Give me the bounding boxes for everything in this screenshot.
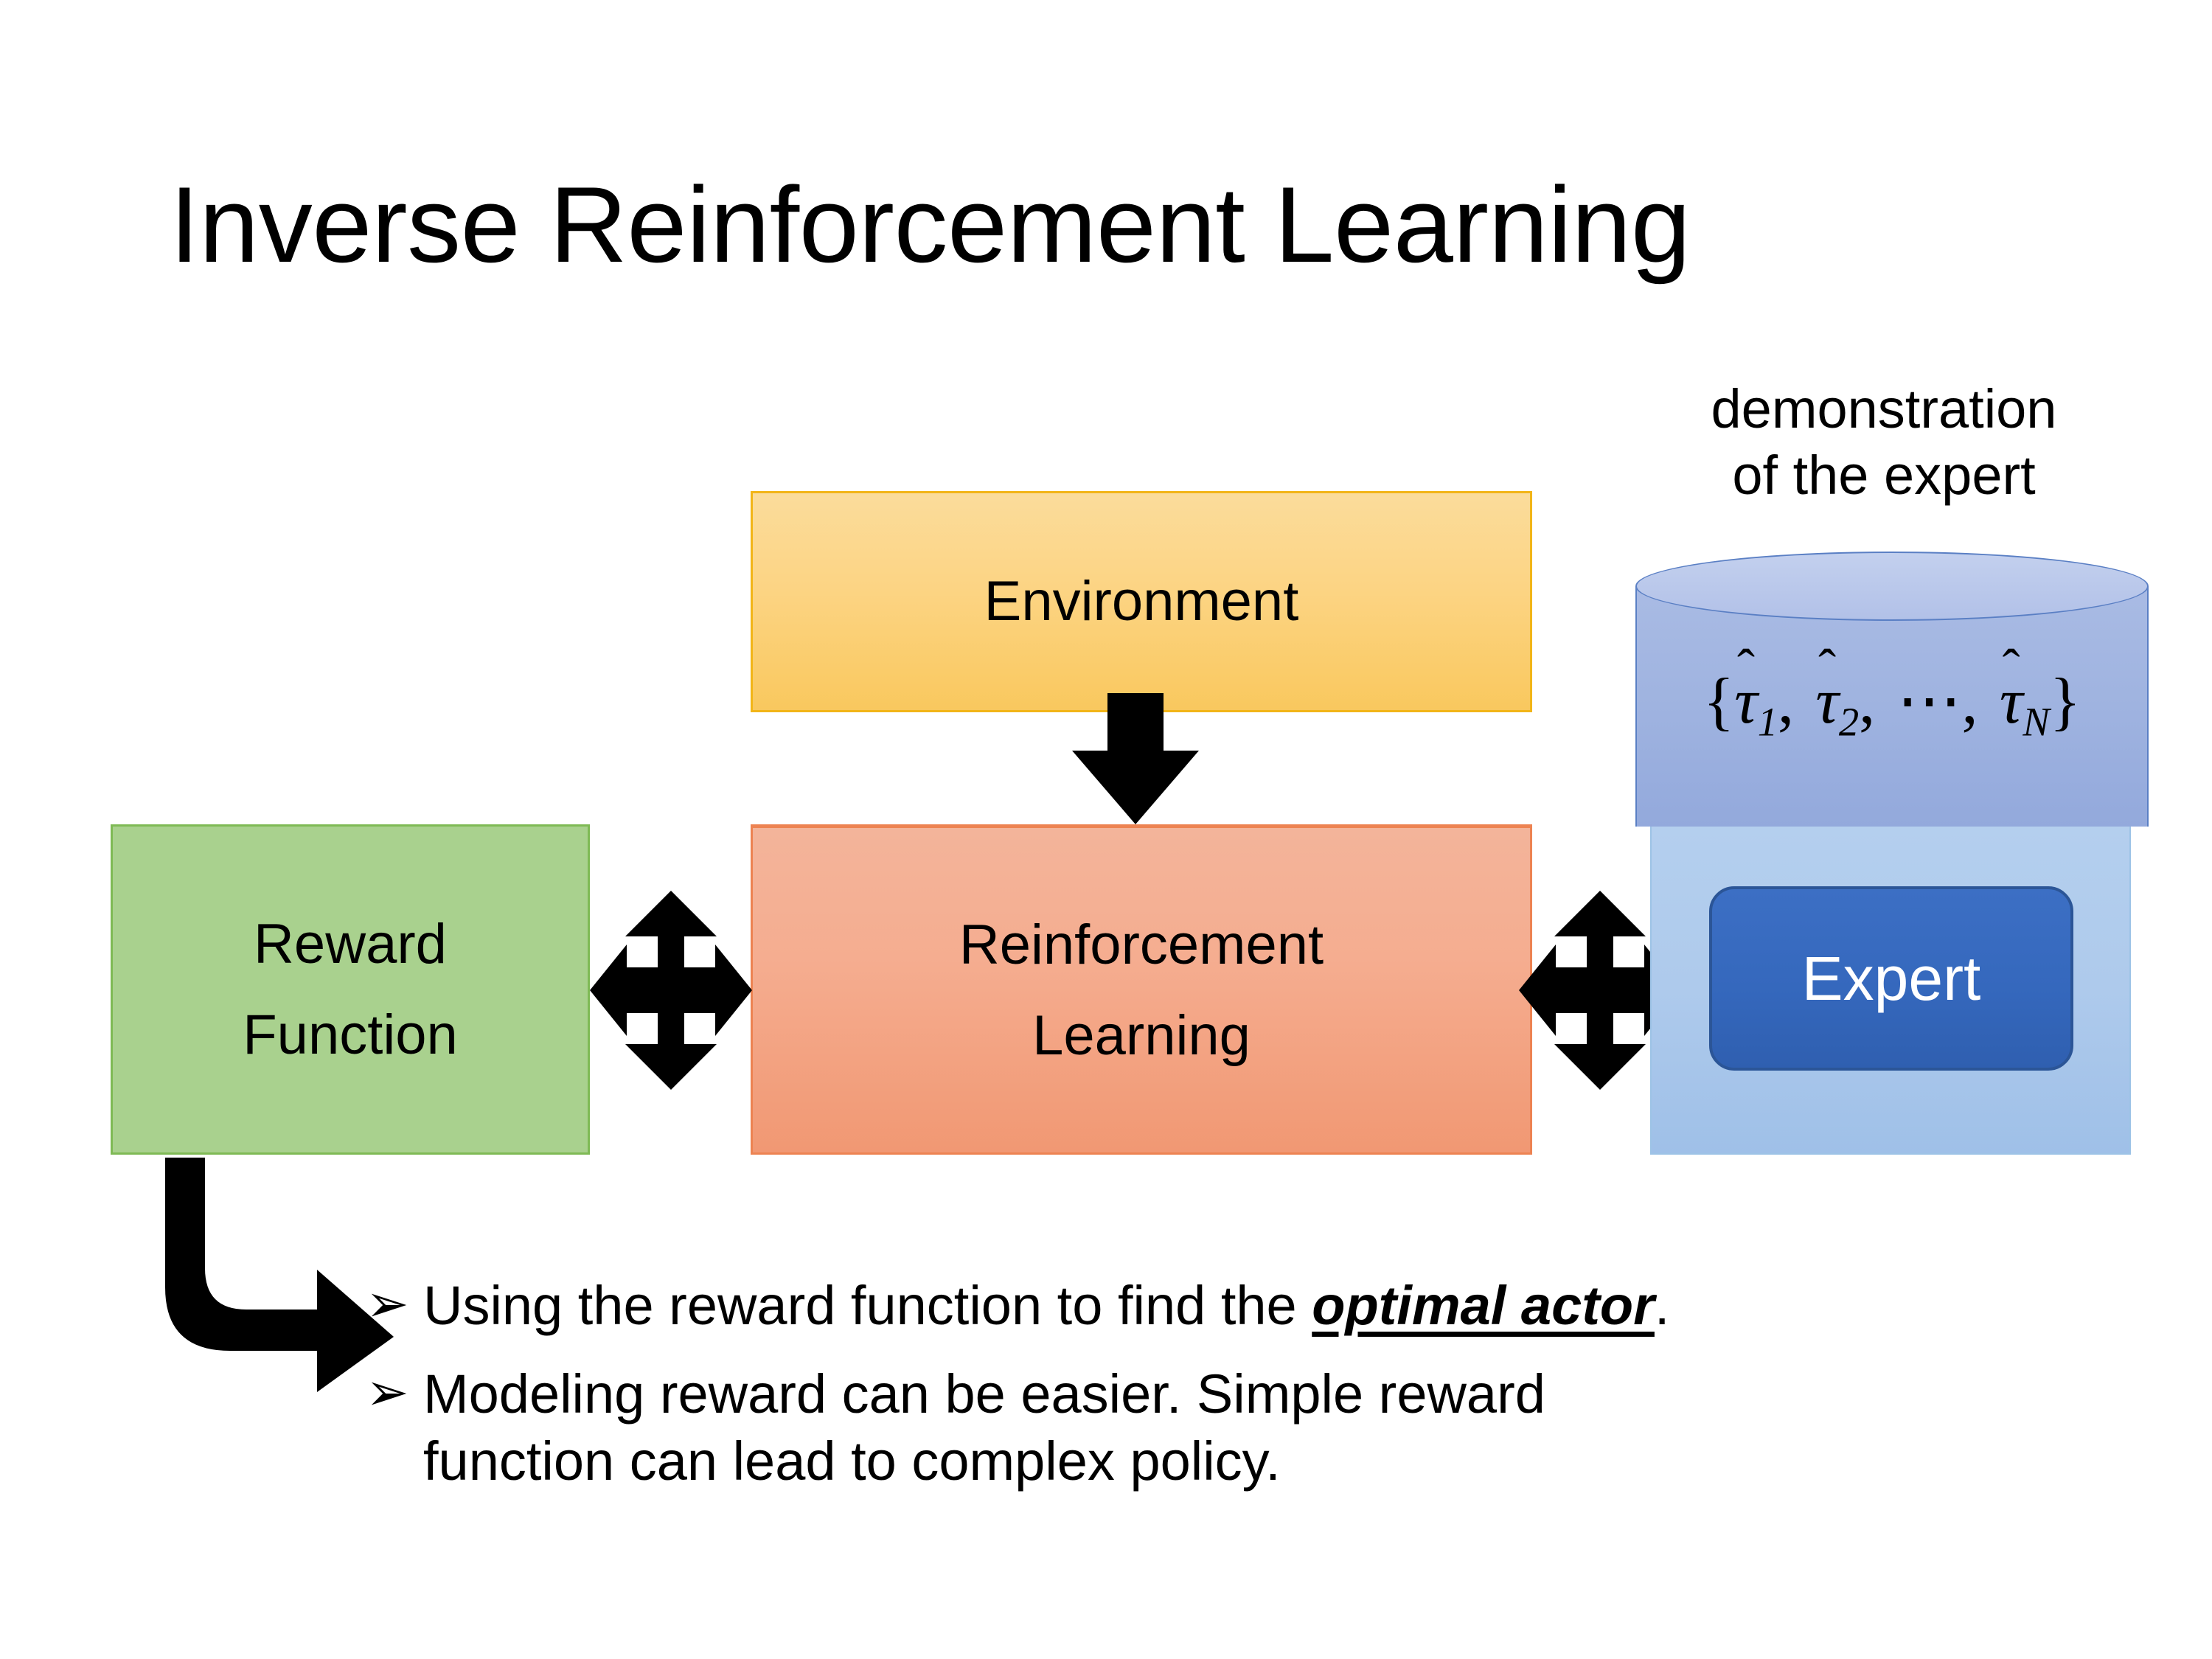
bullet-marker-icon: ➢ xyxy=(366,1275,409,1332)
bent-arrow-icon xyxy=(165,1158,394,1392)
four-way-arrow-icon xyxy=(1519,891,1681,1090)
reinforcement-learning-label: Reinforcement Learning xyxy=(959,900,1324,1081)
formula-close-brace: } xyxy=(2049,666,2081,737)
reward-label-line1: Reward xyxy=(254,912,447,975)
formula-comma-3: , xyxy=(1961,666,1978,737)
bullet-2-line1: Modeling reward can be easier. Simple re… xyxy=(423,1363,1545,1425)
bullet-1-prefix: Using the reward function to find the xyxy=(423,1275,1312,1336)
cylinder-top-ellipse xyxy=(1635,552,2149,621)
bullet-item-1: ➢ Using the reward function to find the … xyxy=(366,1273,2062,1339)
expert-chip: Expert xyxy=(1709,886,2073,1071)
tau-symbol: τ xyxy=(1999,666,2023,737)
tau-subscript-2: 2 xyxy=(1838,699,1860,745)
reward-label-line2: Function xyxy=(243,1004,458,1066)
formula-comma-1: , xyxy=(1778,666,1795,737)
bullet-marker-icon: ➢ xyxy=(366,1363,409,1422)
environment-box: Environment xyxy=(751,491,1532,712)
tau-subscript-1: 1 xyxy=(1757,699,1778,745)
expert-label: Expert xyxy=(1801,943,1981,1013)
tau-subscript-n: N xyxy=(2023,699,2050,745)
bullet-1-emphasis: optimal actor xyxy=(1312,1275,1655,1336)
bullet-item-2: ➢ Modeling reward can be easier. Simple … xyxy=(366,1361,2062,1495)
rl-label-line2: Learning xyxy=(1032,1004,1251,1067)
reward-function-box: Reward Function xyxy=(111,824,590,1155)
formula-open-brace: { xyxy=(1703,666,1735,737)
demonstration-cylinder: {̂τ1, ̂τ2, ⋯, ̂τN} xyxy=(1635,552,2149,861)
demonstration-caption: demonstration of the expert xyxy=(1626,376,2142,509)
rl-label-line1: Reinforcement xyxy=(959,913,1324,976)
page-title: Inverse Reinforcement Learning xyxy=(170,164,1691,285)
bullet-text-1: Using the reward function to find the op… xyxy=(423,1273,2062,1339)
formula-comma-2: , xyxy=(1859,666,1876,737)
bullet-2-line2: function can lead to complex policy. xyxy=(423,1430,1281,1492)
environment-label: Environment xyxy=(984,570,1299,633)
cylinder-body xyxy=(1635,586,2149,827)
bullet-text-2: Modeling reward can be easier. Simple re… xyxy=(423,1361,2062,1495)
reward-function-label: Reward Function xyxy=(243,899,458,1080)
arrow-down-icon xyxy=(1072,693,1199,824)
formula-ellipsis: ⋯ xyxy=(1896,666,1962,737)
bullet-list: ➢ Using the reward function to find the … xyxy=(366,1273,2062,1517)
bullet-1-suffix: . xyxy=(1654,1275,1670,1336)
demo-caption-line2: of the expert xyxy=(1732,445,2036,507)
four-way-arrow-icon xyxy=(590,891,752,1090)
demo-caption-line1: demonstration xyxy=(1711,378,2057,439)
trajectory-set-formula: {̂τ1, ̂τ2, ⋯, ̂τN} xyxy=(1635,662,2149,745)
tau-symbol: τ xyxy=(1734,666,1758,737)
tau-symbol: τ xyxy=(1815,666,1839,737)
reinforcement-learning-box: Reinforcement Learning xyxy=(751,824,1532,1155)
